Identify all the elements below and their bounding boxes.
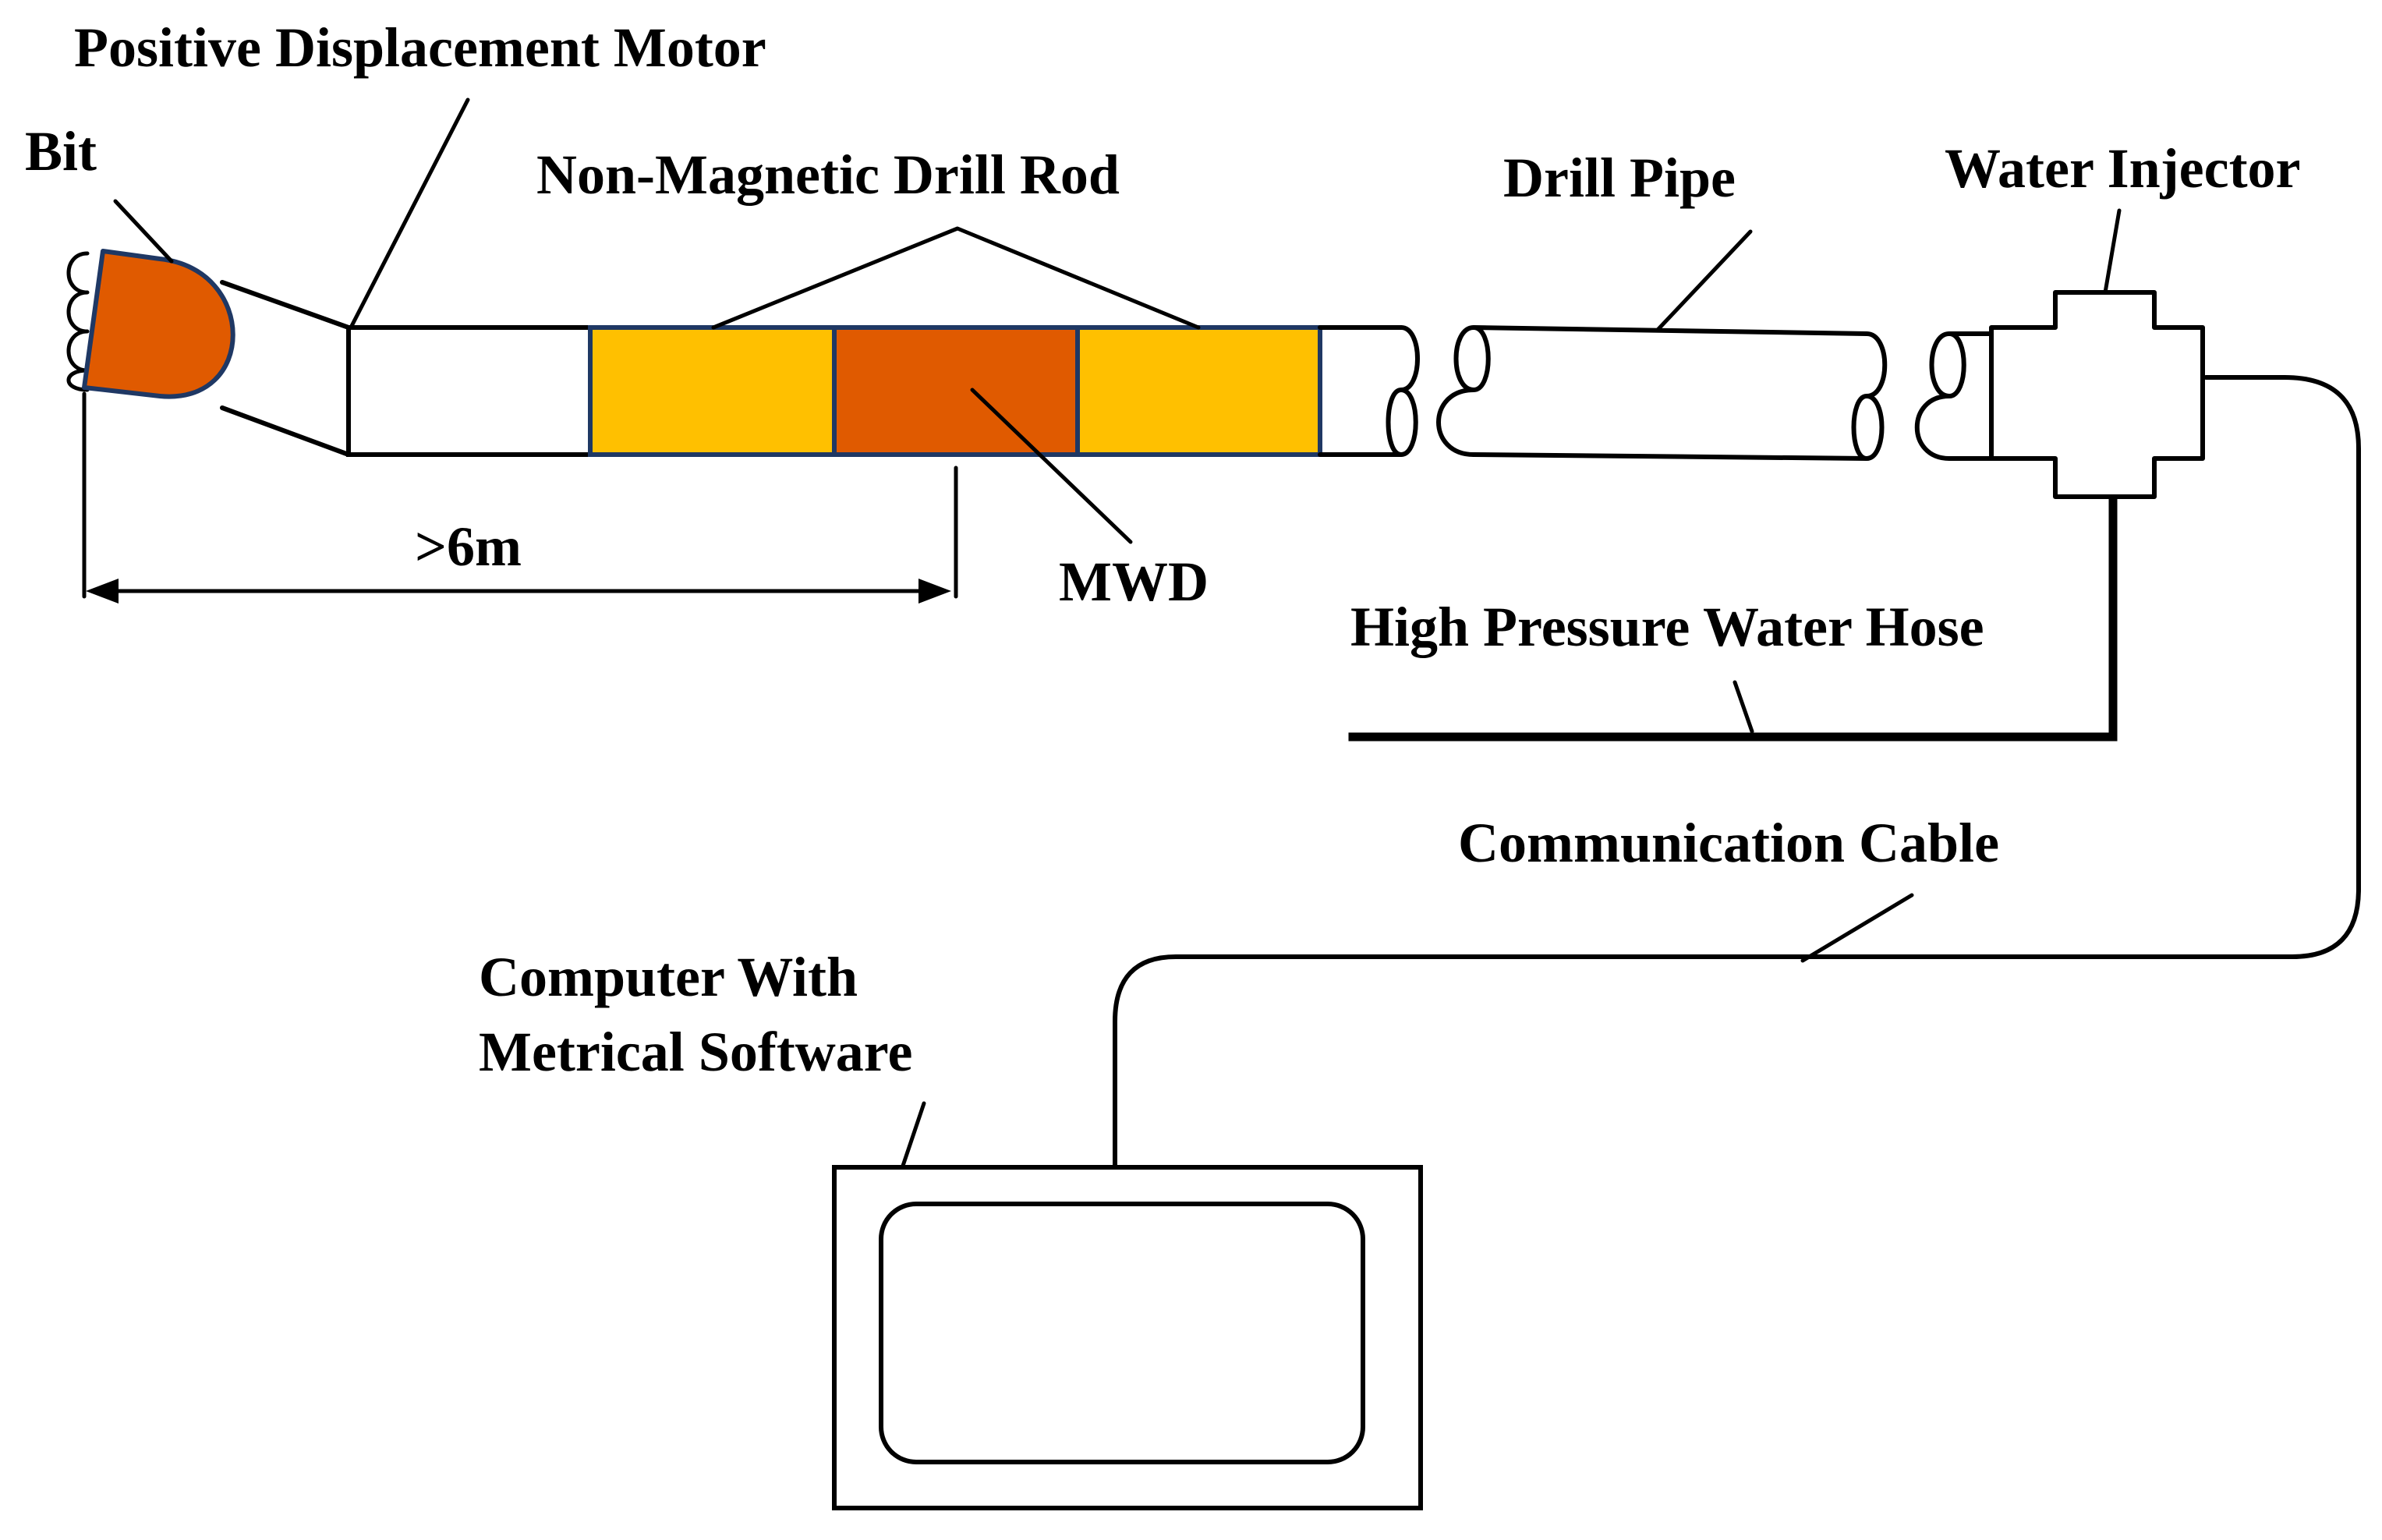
- bit-body: [82, 249, 235, 399]
- label-drill-pipe: Drill Pipe: [1503, 147, 1736, 209]
- high-pressure-water-hose: [1348, 497, 2118, 742]
- pipe-stub-break: [1914, 331, 1966, 461]
- positive-displacement-motor: [220, 280, 351, 457]
- label-bit: Bit: [25, 120, 97, 182]
- motor-collar: [346, 325, 593, 457]
- bit-leader: [113, 199, 174, 264]
- bit: [66, 249, 235, 399]
- label-computer-line2: Metrical Software: [479, 1021, 912, 1083]
- non-magnetic-drill-rod-right: [1075, 325, 1322, 457]
- distance-dimension: [82, 391, 958, 604]
- motor-bent-housing: [220, 280, 351, 457]
- string-end-segment: [1318, 325, 1403, 457]
- computer-leader: [901, 1101, 926, 1168]
- label-mwd: MWD: [1059, 551, 1209, 613]
- label-water-injector: Water Injector: [1945, 137, 2301, 200]
- non-magnetic-drill-rod-left: [588, 325, 837, 457]
- drill-pipe: [1436, 325, 1888, 461]
- dimension-arrowhead-right: [918, 579, 951, 604]
- drill-string: [346, 325, 1420, 457]
- leader-lines: [113, 97, 2122, 1168]
- communication-cable: [1113, 375, 2361, 1168]
- mwd-leader: [970, 388, 1133, 544]
- motor-leader: [349, 97, 470, 330]
- drill-pipe-right-break: [1851, 331, 1888, 461]
- communication-cable-leader: [1800, 893, 1914, 963]
- water-injector: [1989, 290, 2205, 499]
- dimension-arrowhead-left: [86, 579, 119, 604]
- label-computer-line1: Computer With: [479, 946, 858, 1008]
- pipe-stub: [1914, 331, 1994, 461]
- labels: Positive Displacement Motor Bit Non-Magn…: [25, 16, 2301, 1083]
- drill-pipe-body: [1471, 325, 1869, 461]
- drill-pipe-left-break: [1436, 325, 1491, 457]
- water-injector-leader: [2103, 208, 2122, 295]
- string-break-end: [1386, 325, 1420, 457]
- drill-pipe-leader: [1655, 229, 1753, 333]
- label-non-magnetic-drill-rod: Non-Magnetic Drill Rod: [536, 143, 1120, 206]
- water-injector-body: [1989, 290, 2205, 499]
- non-magnetic-rod-leader: [711, 226, 1201, 330]
- bit-cutter-teeth: [66, 251, 90, 392]
- mwd-section: [832, 325, 1080, 457]
- label-positive-displacement-motor: Positive Displacement Motor: [74, 16, 766, 79]
- label-distance: >6m: [415, 515, 522, 578]
- pipe-stub-body: [1947, 331, 1994, 461]
- computer-screen: [879, 1202, 1365, 1464]
- water-hose-leader: [1733, 680, 1754, 734]
- computer: [832, 1165, 1423, 1510]
- label-high-pressure-water-hose: High Pressure Water Hose: [1350, 596, 1984, 658]
- label-communication-cable: Communication Cable: [1458, 812, 1999, 874]
